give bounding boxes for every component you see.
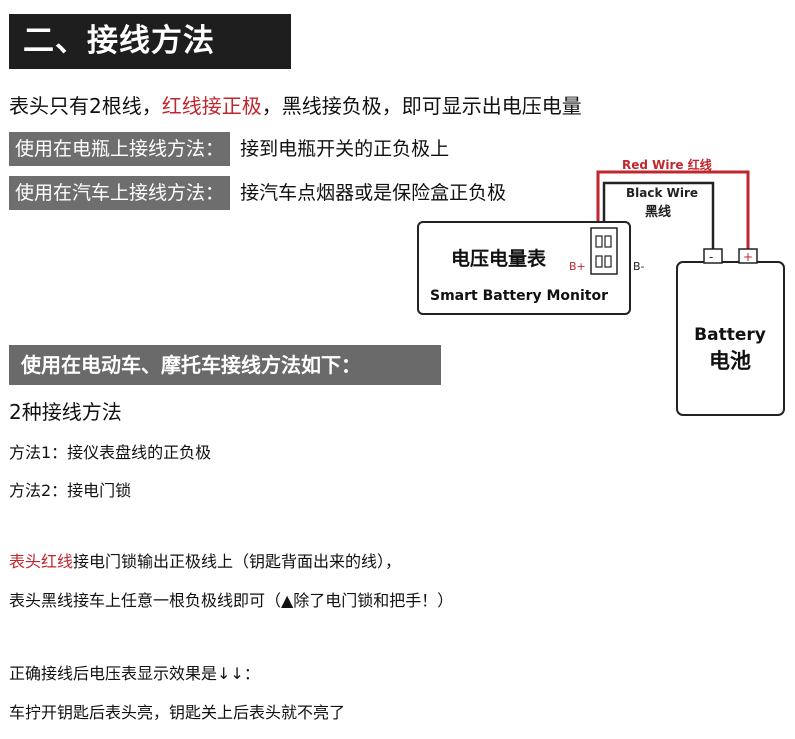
red-wire-positive-text: 红线接正极 <box>161 94 262 118</box>
red-wire <box>596 170 750 250</box>
meter-title-en: Smart Battery Monitor <box>430 288 608 304</box>
battery-box <box>676 261 785 416</box>
black-wire <box>602 181 715 250</box>
method-1: 方法1：接仪表盘线的正负极 <box>9 443 212 462</box>
black-wire-label-cn: 黑线 <box>645 204 671 220</box>
car-wiring-text: 接汽车点烟器或是保险盒正负极 <box>240 182 507 204</box>
car-wiring-tag: 使用在汽车上接线方法： <box>9 176 231 210</box>
red-wire-note-text: 接电门锁输出正极线上（钥匙背面出来的线）， <box>73 552 402 571</box>
b-plus-label: B+ <box>569 260 586 273</box>
red-wire-note: 表头红线接电门锁输出正极线上（钥匙背面出来的线）， <box>9 549 401 575</box>
black-wire-note: 表头黑线接车上任意一根负极线即可（▲除了电门锁和把手！） <box>9 591 454 610</box>
meter-connector <box>590 227 618 275</box>
display-effect-note: 正确接线后电压表显示效果是↓↓： <box>9 664 260 683</box>
battery-negative-terminal <box>703 248 723 264</box>
black-wire-label-en: Black Wire <box>626 186 698 200</box>
key-behavior-note: 车拧开钥匙后表头亮，钥匙关上后表头就不亮了 <box>9 703 346 722</box>
intro-line: 表头只有2根线，红线接正极，黑线接负极，即可显示出电压电量 <box>9 93 582 119</box>
meter-title-cn: 电压电量表 <box>451 247 547 270</box>
car-wiring-line: 使用在汽车上接线方法： 接汽车点烟器或是保险盒正负极 <box>9 176 506 210</box>
bottle-wiring-text: 接到电瓶开关的正负极上 <box>240 138 450 160</box>
battery-label-cn: 电池 <box>709 349 751 373</box>
intro-text: 表头只有2根线， <box>9 94 162 118</box>
intro-text-rest: ，黑线接负极，即可显示出电压电量 <box>261 94 582 118</box>
section-title: 二、接线方法 <box>9 14 291 69</box>
bottle-wiring-tag: 使用在电瓶上接线方法： <box>9 132 231 166</box>
bottle-wiring-line: 使用在电瓶上接线方法： 接到电瓶开关的正负极上 <box>9 132 449 166</box>
red-wire-note-label: 表头红线 <box>9 552 74 571</box>
ebike-section-heading: 使用在电动车、摩托车接线方法如下： <box>9 345 441 385</box>
battery-positive-terminal <box>738 248 758 264</box>
b-minus-label: B- <box>633 260 645 273</box>
red-wire-label: Red Wire 红线 <box>622 157 712 172</box>
methods-title: 2种接线方法 <box>9 400 122 424</box>
battery-label-en: Battery <box>694 325 766 345</box>
minus-sign: - <box>709 250 713 264</box>
plus-sign: + <box>743 250 753 264</box>
meter-box <box>417 221 631 315</box>
method-2: 方法2：接电门锁 <box>9 481 132 500</box>
